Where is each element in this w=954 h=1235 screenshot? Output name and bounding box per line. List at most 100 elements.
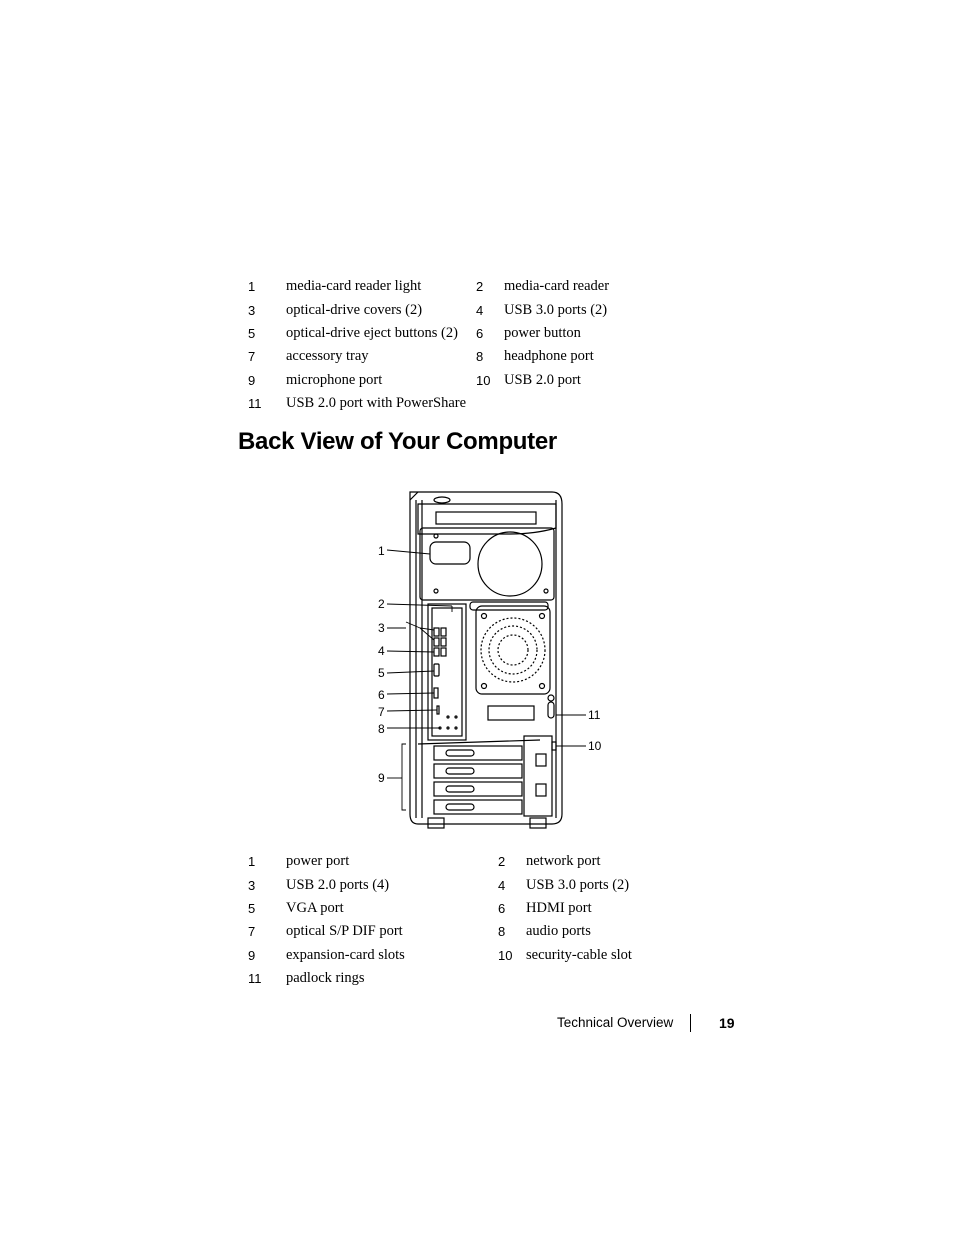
callout-7: 7 [378, 705, 385, 719]
legend-label: security-cable slot [526, 946, 632, 963]
legend-label: media-card reader light [286, 278, 422, 295]
legend-number: 10 [476, 372, 491, 388]
legend-number: 1 [248, 279, 256, 295]
legend-number [498, 967, 526, 990]
callout-2: 2 [378, 597, 385, 611]
legend-number: 8 [476, 349, 484, 365]
usb-port [440, 627, 447, 637]
power-port [429, 541, 471, 565]
rear-fan-grille [480, 617, 546, 683]
legend-label: power port [286, 853, 350, 870]
legend-label [526, 967, 758, 990]
legend-row: 3 USB 2.0 ports (4) 4 USB 3.0 ports (2) [238, 873, 758, 896]
legend-label: HDMI port [526, 899, 592, 916]
legend-number [476, 392, 504, 415]
legend-number: 11 [248, 396, 262, 412]
legend-label: audio ports [526, 923, 591, 940]
usb3-port [433, 647, 440, 657]
io-panel [427, 603, 467, 741]
psu-fan [477, 531, 543, 597]
legend-row: 11 padlock rings [238, 967, 758, 990]
legend-number: 5 [248, 325, 256, 341]
legend-label: network port [526, 853, 601, 870]
callout-11: 11 [588, 708, 601, 722]
callout-6: 6 [378, 688, 385, 702]
legend-label: media-card reader [504, 278, 610, 295]
legend-label: microphone port [286, 371, 383, 388]
legend-number: 6 [476, 325, 484, 341]
legend-number: 8 [498, 924, 506, 940]
section-title: Back View of Your Computer [238, 428, 557, 455]
legend-label: accessory tray [286, 348, 369, 365]
usb-port [433, 637, 440, 647]
legend-label: expansion-card slots [286, 946, 405, 963]
back-view-legend: 1 power port 2 network port 3 USB 2.0 po… [238, 850, 758, 990]
legend-label: USB 2.0 ports (4) [286, 876, 390, 893]
top-knob [433, 496, 451, 504]
expansion-slot [433, 781, 523, 797]
hdmi-port [433, 687, 439, 699]
legend-label: USB 2.0 port with PowerShare [286, 395, 467, 412]
legend-label: USB 3.0 ports (2) [504, 301, 608, 318]
callout-4: 4 [378, 644, 385, 658]
legend-row: 5 optical-drive eject buttons (2) 6 powe… [238, 322, 758, 345]
audio-port [446, 726, 450, 730]
legend-row: 5 VGA port 6 HDMI port [238, 897, 758, 920]
legend-number: 4 [476, 302, 484, 318]
callout-5: 5 [378, 666, 385, 680]
legend-label: optical-drive eject buttons (2) [286, 324, 458, 341]
usb-port [440, 637, 447, 647]
expansion-slot [433, 745, 523, 761]
legend-label: padlock rings [286, 970, 365, 987]
legend-number: 11 [248, 971, 262, 987]
legend-number: 9 [248, 372, 256, 388]
vent-slot [487, 705, 535, 721]
back-view-diagram: 1 2 3 4 5 6 7 8 9 10 11 [378, 491, 602, 829]
legend-number: 6 [498, 900, 506, 916]
callout-8: 8 [378, 722, 385, 736]
legend-label: headphone port [504, 348, 594, 365]
top-panel [417, 503, 557, 535]
legend-label: USB 2.0 port [504, 371, 581, 388]
legend-row: 1 power port 2 network port [238, 850, 758, 873]
front-view-legend: 1 media-card reader light 2 media-card r… [238, 275, 758, 415]
footer-section-name: Technical Overview [557, 1015, 674, 1030]
legend-number: 10 [498, 947, 513, 963]
usb-port [433, 627, 440, 637]
legend-row: 9 expansion-card slots 10 security-cable… [238, 944, 758, 967]
usb3-port [440, 647, 447, 657]
security-cable-slot [551, 741, 557, 751]
legend-row: 9 microphone port 10 USB 2.0 port [238, 369, 758, 392]
legend-row: 1 media-card reader light 2 media-card r… [238, 275, 758, 298]
legend-label: optical-drive covers (2) [286, 301, 423, 318]
legend-number: 7 [248, 924, 256, 940]
footer-divider [690, 1014, 691, 1032]
legend-number: 3 [248, 877, 256, 893]
legend-row: 7 accessory tray 8 headphone port [238, 345, 758, 368]
legend-number: 2 [498, 854, 506, 870]
legend-row: 7 optical S/P DIF port 8 audio ports [238, 920, 758, 943]
padlock-ring [547, 701, 555, 719]
legend-label: power button [504, 324, 581, 341]
legend-label: USB 3.0 ports (2) [526, 876, 630, 893]
legend-number: 2 [476, 279, 484, 295]
legend-number: 5 [248, 900, 256, 916]
legend-number: 3 [248, 302, 256, 318]
callout-3: 3 [378, 621, 385, 635]
audio-port [454, 726, 458, 730]
legend-number: 9 [248, 947, 256, 963]
callout-10: 10 [588, 739, 602, 753]
callout-1: 1 [378, 544, 385, 558]
legend-label: VGA port [286, 899, 344, 916]
page-number: 19 [719, 1015, 735, 1031]
spdif-port [436, 705, 440, 715]
legend-label: optical S/P DIF port [286, 923, 403, 940]
legend-row: 11 USB 2.0 port with PowerShare [238, 392, 758, 415]
callout-9: 9 [378, 771, 385, 785]
power-supply [419, 527, 555, 601]
chassis-outline [409, 491, 563, 825]
legend-number: 4 [498, 877, 506, 893]
expansion-slot [433, 763, 523, 779]
vga-port [433, 663, 440, 677]
legend-number: 7 [248, 349, 256, 365]
